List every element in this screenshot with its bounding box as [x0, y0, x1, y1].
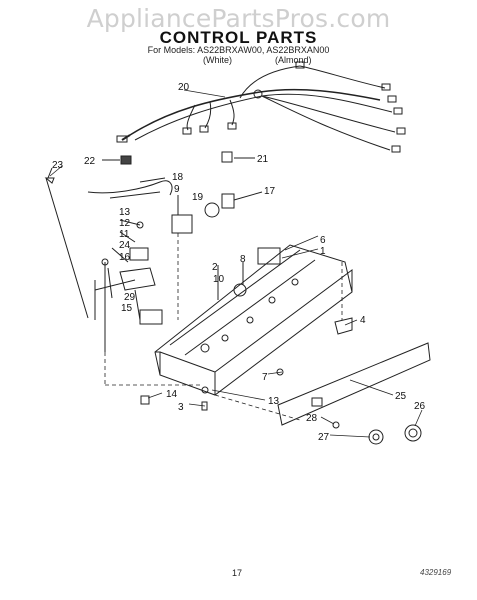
part-14-clip	[140, 395, 150, 405]
part-7-screw	[276, 368, 284, 376]
callout-17: 17	[264, 186, 276, 197]
callout-20: 20	[178, 82, 190, 93]
leader-lines	[104, 233, 343, 421]
callout-19: 19	[192, 192, 204, 203]
callout-13b: 13	[268, 396, 280, 407]
callout-15: 15	[121, 303, 133, 314]
callout-23: 23	[52, 160, 64, 171]
document-id: 4329169	[420, 568, 452, 577]
part-22	[120, 155, 132, 165]
wire-harness	[116, 61, 406, 153]
callout-8: 8	[240, 254, 246, 265]
callout-4: 4	[360, 315, 366, 326]
part-23-rod	[44, 177, 89, 319]
callout-numbers: 20 22 21 23 18 9 19 17 13 12 11 24 16 29…	[52, 82, 426, 443]
lamp-assembly	[171, 191, 263, 234]
callout-1: 1	[320, 246, 326, 257]
callout-16: 16	[119, 252, 131, 263]
part-28-washer	[332, 421, 340, 429]
part-4-clip	[334, 317, 353, 335]
knob-26	[404, 424, 422, 442]
knob-27	[368, 429, 384, 445]
callout-14: 14	[166, 389, 178, 400]
page-title: CONTROL PARTS	[159, 28, 318, 47]
part-21	[221, 151, 233, 163]
page-number: 17	[232, 568, 243, 578]
callout-10: 10	[213, 274, 225, 285]
callout-26: 26	[414, 401, 426, 412]
callout-7: 7	[262, 372, 268, 383]
callout-11: 11	[119, 229, 130, 240]
callout-27: 27	[318, 432, 330, 443]
callout-29: 29	[124, 292, 136, 303]
part-25-panel	[277, 342, 431, 426]
callout-18: 18	[172, 172, 184, 183]
part-18-cable	[87, 180, 173, 196]
callout-22: 22	[84, 156, 96, 167]
callout-6: 6	[320, 235, 326, 246]
callout-24: 24	[119, 240, 131, 251]
part-13-screw	[201, 386, 209, 394]
callout-12: 12	[119, 218, 131, 229]
color-almond-label: (Almond)	[275, 55, 312, 65]
callout-28: 28	[306, 413, 318, 424]
callout-13a: 13	[119, 207, 131, 218]
callout-9: 9	[174, 184, 180, 195]
color-white-label: (White)	[203, 55, 232, 65]
callout-21: 21	[257, 154, 269, 165]
control-housing	[154, 244, 353, 396]
callout-2: 2	[212, 262, 218, 273]
callout-25: 25	[395, 391, 407, 402]
watermark: AppliancePartsPros.com	[86, 4, 391, 33]
models-line: For Models: AS22BRXAW00, AS22BRXAN00	[147, 45, 330, 55]
left-bracket-assembly	[94, 219, 163, 352]
callout-leaders	[49, 89, 423, 438]
callout-3: 3	[178, 402, 184, 413]
